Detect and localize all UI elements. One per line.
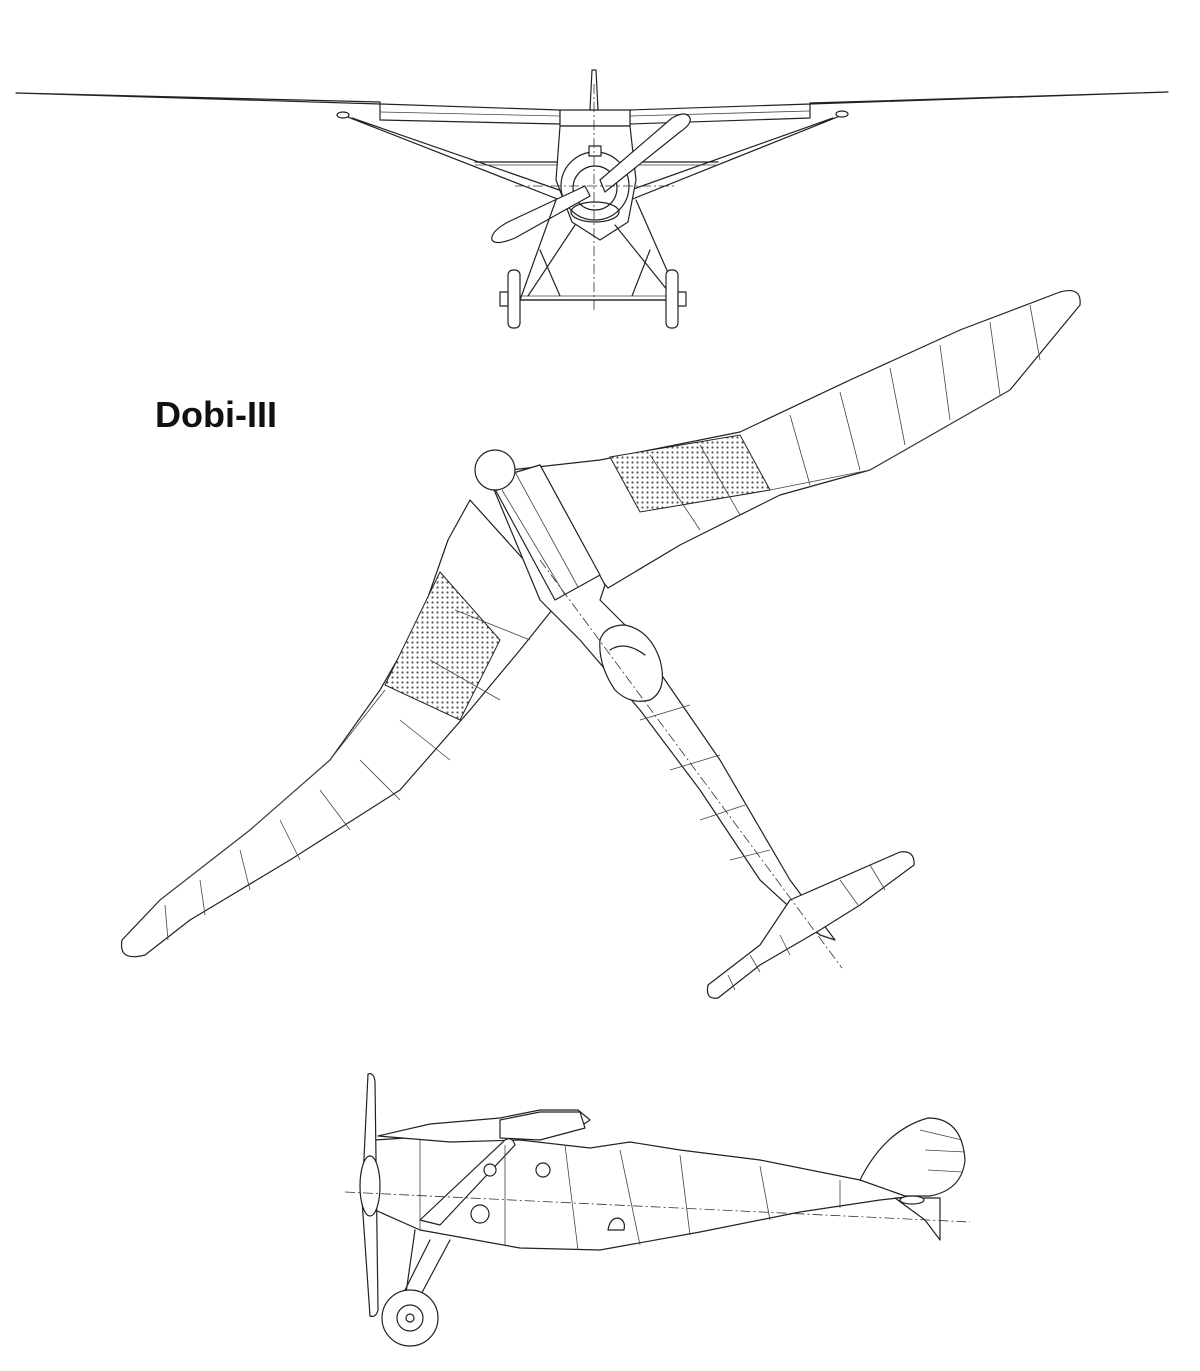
side-vent-2: [535, 1162, 551, 1178]
front-strut-right: [624, 113, 846, 201]
top-engine: [474, 449, 516, 491]
side-vent-1: [470, 1204, 490, 1224]
top-wing-right: [509, 289, 1081, 589]
top-cockpit: [599, 624, 663, 702]
front-wing-right: [629, 91, 1169, 125]
top-view: [120, 289, 1081, 999]
top-tailplane: [706, 851, 915, 999]
front-wheel-right: [665, 269, 679, 329]
side-view: [344, 1073, 971, 1347]
front-strut-left: [339, 113, 566, 201]
side-fin: [859, 1117, 966, 1197]
front-view: [15, 69, 1169, 329]
top-center-section: [489, 464, 601, 601]
side-tailplane: [894, 1197, 941, 1241]
side-landing-gear: [404, 1229, 451, 1301]
side-wheel: [381, 1289, 439, 1347]
front-wing-center: [559, 109, 631, 127]
front-propeller-blade-1: [599, 113, 691, 193]
side-vent-3: [483, 1163, 497, 1177]
front-wing-left: [15, 92, 561, 125]
front-propeller-blade-2: [491, 185, 591, 244]
top-wing-left-hatch: [384, 571, 501, 721]
top-wing-left: [120, 499, 561, 958]
drawing-title: Dobi-III: [155, 394, 277, 435]
front-wheel-left: [507, 269, 521, 329]
